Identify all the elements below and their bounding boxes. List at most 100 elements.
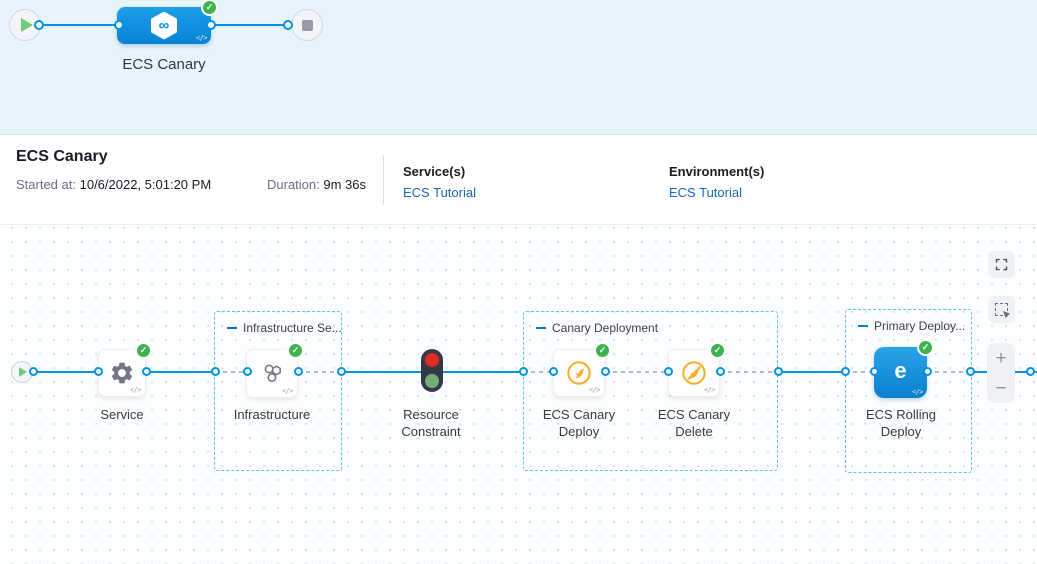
green-light-icon [425, 374, 439, 388]
group-label: Canary Deployment [552, 321, 659, 335]
check-glyph: ✓ [713, 345, 722, 355]
step-node-resource-constraint[interactable] [421, 349, 443, 392]
connector-dot [1026, 367, 1035, 376]
connector-line [146, 371, 215, 373]
code-icon: </> [588, 386, 601, 394]
connector-dot [243, 367, 252, 376]
connector-dot [337, 367, 346, 376]
connector-line [778, 371, 845, 373]
connector-dot [664, 367, 673, 376]
stage-overview-banner: ∞ ✓ </> ECS Canary [0, 0, 1037, 135]
collapse-icon[interactable] [536, 327, 546, 329]
environments-label: Environment(s) [669, 164, 765, 179]
fullscreen-button[interactable] [988, 251, 1015, 278]
page-title: ECS Canary [16, 148, 108, 165]
environments-block: Environment(s) ECS Tutorial [669, 164, 764, 200]
code-icon: </> [281, 387, 294, 395]
step-label: Service [100, 407, 144, 422]
connector-line-dashed [605, 371, 668, 373]
connector-line-dashed [215, 371, 247, 373]
collapse-icon[interactable] [858, 325, 868, 327]
success-check-icon: ✓ [201, 0, 218, 16]
duration-label: Duration: [267, 177, 320, 192]
connector-line [342, 371, 422, 373]
harness-pipeline-icon: ∞ [151, 11, 177, 40]
zoom-out-button[interactable]: − [987, 373, 1015, 403]
connector-dot [294, 367, 303, 376]
services-label: Service(s) [403, 164, 466, 179]
connector-line [39, 24, 119, 26]
play-icon [19, 367, 27, 377]
connector-dot [716, 367, 725, 376]
environments-link[interactable]: ECS Tutorial [669, 185, 742, 200]
play-icon [21, 18, 33, 32]
step-node-infrastructure[interactable]: ✓ </> [246, 342, 304, 398]
connector-dot [211, 367, 220, 376]
step-label: Infrastructure [233, 407, 311, 422]
connector-dot [870, 367, 879, 376]
connector-dot [841, 367, 850, 376]
connector-dot [29, 367, 38, 376]
execution-graph-canvas[interactable]: Infrastructure Se... Canary Deployment P… [0, 226, 1037, 564]
code-icon: </> [911, 388, 924, 396]
group-label: Infrastructure Se... [243, 321, 342, 335]
connector-dot [114, 20, 124, 30]
check-glyph: ✓ [291, 345, 300, 355]
connector-dot [601, 367, 610, 376]
connector-dot [283, 20, 293, 30]
step-label: Resource Constraint [401, 407, 461, 439]
infinity-glyph: ∞ [158, 17, 170, 34]
zoom-in-button[interactable]: + [987, 343, 1015, 373]
services-link[interactable]: ECS Tutorial [403, 185, 476, 200]
red-light-icon [425, 353, 439, 367]
connector-line [211, 24, 288, 26]
step-label: ECS Rolling Deploy [865, 407, 937, 439]
fullscreen-icon [995, 258, 1008, 271]
canary-deploy-icon [567, 361, 591, 385]
connector-dot [549, 367, 558, 376]
connector-dot [142, 367, 151, 376]
connector-line-dashed [927, 371, 970, 373]
started-at-value: 10/6/2022, 5:01:20 PM [79, 177, 212, 192]
success-check-icon: ✓ [917, 339, 934, 356]
step-node-ecs-rolling-deploy[interactable]: e ✓ </> [874, 339, 934, 398]
canary-delete-icon [682, 361, 706, 385]
connector-line-dashed [845, 371, 874, 373]
connector-dot [923, 367, 932, 376]
pipeline-end-node[interactable] [291, 9, 323, 41]
group-header[interactable]: Infrastructure Se... [227, 321, 342, 335]
ecs-rolling-icon: e [894, 358, 907, 383]
group-header[interactable]: Canary Deployment [536, 321, 658, 335]
success-check-icon: ✓ [287, 342, 304, 359]
check-glyph: ✓ [598, 345, 607, 355]
started-at-label: Started at: [16, 177, 76, 192]
connector-dot [34, 20, 44, 30]
connector-line [33, 371, 98, 373]
stage-node-ecs-canary[interactable]: ∞ ✓ </> [117, 0, 218, 44]
stop-icon [301, 19, 313, 31]
marquee-select-button[interactable] [988, 296, 1015, 323]
connector-line [443, 371, 523, 373]
connector-dot [206, 20, 216, 30]
step-label: ECS Canary Delete [657, 407, 731, 439]
group-infrastructure-section[interactable]: Infrastructure Se... [214, 311, 342, 471]
marquee-select-icon [995, 303, 1010, 318]
stage-label[interactable]: ECS Canary [122, 56, 206, 73]
group-header[interactable]: Primary Deploy... [858, 319, 965, 333]
services-block: Service(s) ECS Tutorial [403, 164, 476, 200]
step-node-service[interactable]: ✓ </> [98, 342, 152, 397]
gear-icon [111, 362, 133, 384]
infrastructure-icon [264, 364, 281, 383]
group-canary-deployment[interactable]: Canary Deployment [523, 311, 778, 471]
duration-value: 9m 36s [323, 177, 367, 192]
group-primary-deployment[interactable]: Primary Deploy... [845, 309, 972, 473]
step-node-ecs-canary-delete[interactable]: ✓ </> [668, 342, 726, 397]
step-label: ECS Canary Deploy [542, 407, 616, 439]
execution-header: ECS Canary Started at: 10/6/2022, 5:01:2… [0, 136, 1037, 225]
step-node-ecs-canary-deploy[interactable]: ✓ </> [553, 342, 611, 397]
collapse-icon[interactable] [227, 327, 237, 329]
connector-line-dashed [720, 371, 778, 373]
success-check-icon: ✓ [709, 342, 726, 359]
check-glyph: ✓ [921, 342, 930, 352]
success-check-icon: ✓ [594, 342, 611, 359]
